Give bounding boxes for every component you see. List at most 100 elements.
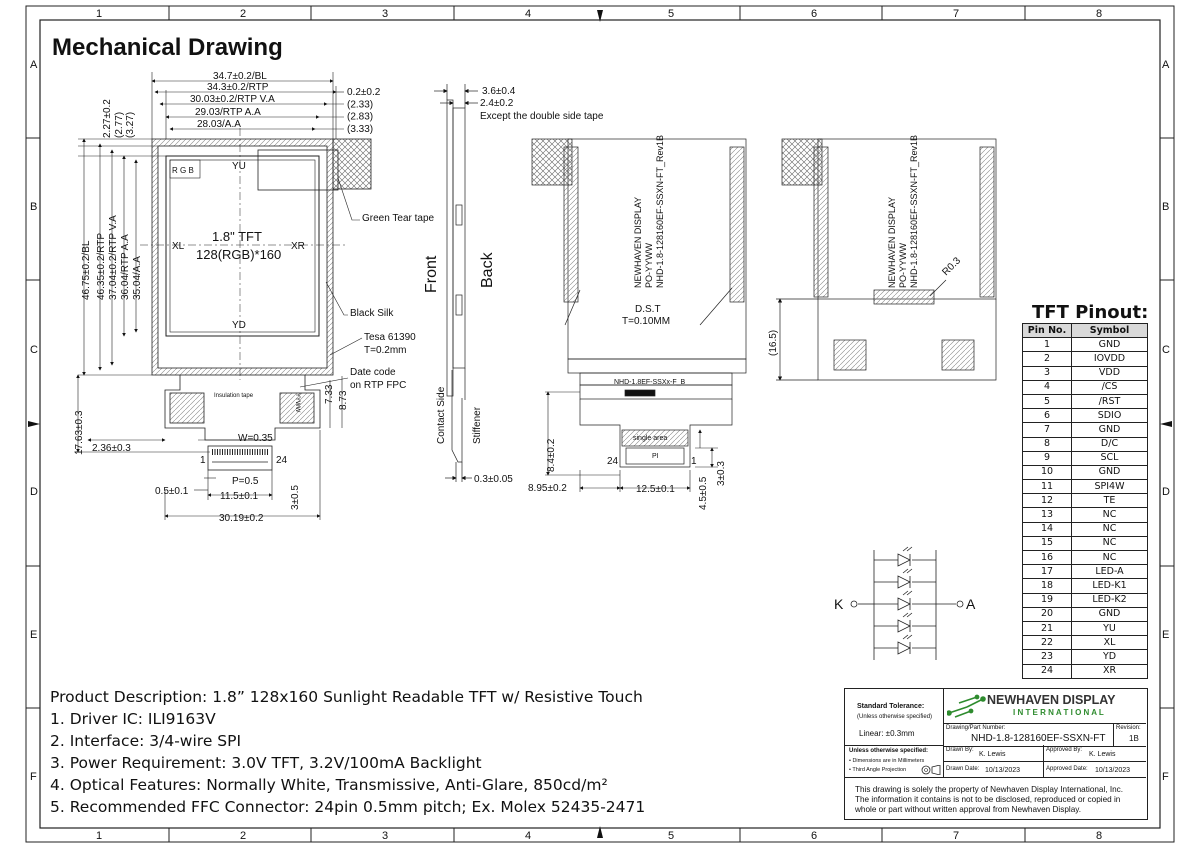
svg-text:Stiffener: Stiffener bbox=[472, 406, 483, 444]
grid-row-label: D bbox=[1162, 486, 1170, 498]
front-leaders bbox=[299, 177, 363, 388]
svg-text:11.5±0.1: 11.5±0.1 bbox=[220, 491, 259, 502]
svg-text:YYWW: YYWW bbox=[294, 393, 300, 413]
svg-text:0.3±0.05: 0.3±0.05 bbox=[474, 474, 513, 485]
svg-text:24: 24 bbox=[607, 456, 619, 467]
pin-number: 14 bbox=[1022, 521, 1072, 537]
svg-text:Back: Back bbox=[479, 251, 496, 288]
pin-number: 15 bbox=[1022, 535, 1072, 552]
back-view bbox=[531, 138, 747, 468]
svg-text:17.63±0.3: 17.63±0.3 bbox=[74, 410, 85, 455]
dimension-label: 0.2±0.2 bbox=[347, 87, 381, 98]
svg-text:30.19±0.2: 30.19±0.2 bbox=[219, 513, 264, 524]
dimension-label: 34.3±0.2/RTP bbox=[207, 82, 269, 93]
svg-text:R0.3: R0.3 bbox=[940, 255, 963, 278]
svg-text:Front: Front bbox=[423, 255, 440, 293]
pin-symbol: GND bbox=[1071, 337, 1148, 353]
pin-symbol: NC bbox=[1071, 521, 1148, 537]
pinout-header-pin: Pin No. bbox=[1022, 322, 1072, 339]
svg-text:7.33: 7.33 bbox=[324, 384, 335, 404]
pin-number: 3 bbox=[1022, 365, 1072, 381]
pin-symbol: SPI4W bbox=[1071, 479, 1148, 495]
back-view-dims bbox=[545, 391, 718, 492]
part-number: NHD-1.8-128160EF-SSXN-FT bbox=[971, 733, 1106, 744]
dimension-label: 46.75±0.2/BL bbox=[81, 240, 92, 300]
svg-text:NEWHAVEN DISPLAY: NEWHAVEN DISPLAY bbox=[633, 197, 643, 288]
grid-column-label: 6 bbox=[811, 830, 817, 842]
grid-column-label: 2 bbox=[240, 8, 246, 20]
grid-row-label: F bbox=[1162, 771, 1169, 783]
svg-text:Contact Side: Contact Side bbox=[436, 386, 447, 444]
grid-row-label: C bbox=[30, 344, 38, 356]
pin-number: 11 bbox=[1022, 479, 1072, 495]
svg-text:P=0.5: P=0.5 bbox=[232, 476, 259, 487]
right-view bbox=[776, 138, 997, 381]
svg-text:3±0.5: 3±0.5 bbox=[290, 485, 301, 510]
grid-column-label: 6 bbox=[811, 8, 817, 20]
pin-number: 10 bbox=[1022, 464, 1072, 481]
svg-text:PI: PI bbox=[652, 453, 659, 460]
svg-text:Black Silk: Black Silk bbox=[350, 308, 394, 319]
pin-number: 18 bbox=[1022, 578, 1072, 594]
pin-symbol: GND bbox=[1071, 464, 1148, 481]
grid-column-label: 4 bbox=[525, 830, 531, 842]
description-item: 3. Power Requirement: 3.0V TFT, 3.2V/100… bbox=[50, 754, 482, 772]
svg-text:12.5±0.1: 12.5±0.1 bbox=[636, 484, 675, 495]
grid-ticks bbox=[26, 6, 1174, 842]
pin-symbol: GND bbox=[1071, 606, 1148, 622]
pin-symbol: IOVDD bbox=[1071, 351, 1148, 367]
svg-text:Green Tear tape: Green Tear tape bbox=[362, 213, 435, 224]
dimension-label: 46.35±0.2/RTP bbox=[96, 233, 107, 300]
led-diode-icon bbox=[874, 612, 936, 633]
svg-text:8.95±0.2: 8.95±0.2 bbox=[528, 483, 567, 494]
grid-row-label: C bbox=[1162, 344, 1170, 356]
grid-row-label: B bbox=[30, 201, 37, 213]
grid-column-label: 1 bbox=[96, 830, 102, 842]
svg-text:T=0.2mm: T=0.2mm bbox=[364, 345, 407, 356]
pin-symbol: LED-A bbox=[1071, 564, 1148, 580]
company-subname: I N T E R N A T I O N A L bbox=[1013, 708, 1104, 717]
grid-row-label: E bbox=[30, 629, 37, 641]
pin-number: 8 bbox=[1022, 436, 1072, 452]
pin-number: 13 bbox=[1022, 507, 1072, 523]
pin-symbol: XR bbox=[1071, 663, 1148, 679]
svg-text:NEWHAVEN DISPLAY: NEWHAVEN DISPLAY bbox=[887, 197, 897, 288]
led-diode-icon bbox=[874, 590, 936, 611]
front-dims-top-right-labels: 0.2±0.2(2.33)(2.83)(3.33) bbox=[347, 87, 381, 135]
led-a-label: A bbox=[966, 596, 976, 612]
pin-number: 5 bbox=[1022, 393, 1072, 410]
front-dims-left-small-labels: 2.27±0.2(2.77)(3.27) bbox=[102, 99, 136, 138]
led-diode-icon bbox=[874, 568, 936, 589]
pinout-header-symbol: Symbol bbox=[1071, 322, 1148, 339]
svg-text:single area: single area bbox=[633, 435, 667, 442]
grid-column-label: 3 bbox=[382, 8, 388, 20]
grid-column-label: 2 bbox=[240, 830, 246, 842]
svg-text:3.6±0.4: 3.6±0.4 bbox=[482, 86, 516, 97]
pin-symbol: VDD bbox=[1071, 365, 1148, 381]
led-circuit bbox=[850, 546, 964, 660]
pin-number: 4 bbox=[1022, 379, 1072, 395]
svg-text:YD: YD bbox=[232, 320, 246, 331]
unless-specified-label: Unless otherwise specified: bbox=[849, 748, 929, 754]
side-view bbox=[434, 84, 478, 482]
svg-text:1.8" TFT: 1.8" TFT bbox=[212, 229, 262, 244]
description-item: 5. Recommended FFC Connector: 24pin 0.5m… bbox=[50, 798, 646, 816]
pin-symbol: LED-K1 bbox=[1071, 578, 1148, 594]
dimension-label: 2.27±0.2 bbox=[102, 99, 113, 138]
dimension-label: 36.04/RTP A.A bbox=[120, 234, 131, 300]
